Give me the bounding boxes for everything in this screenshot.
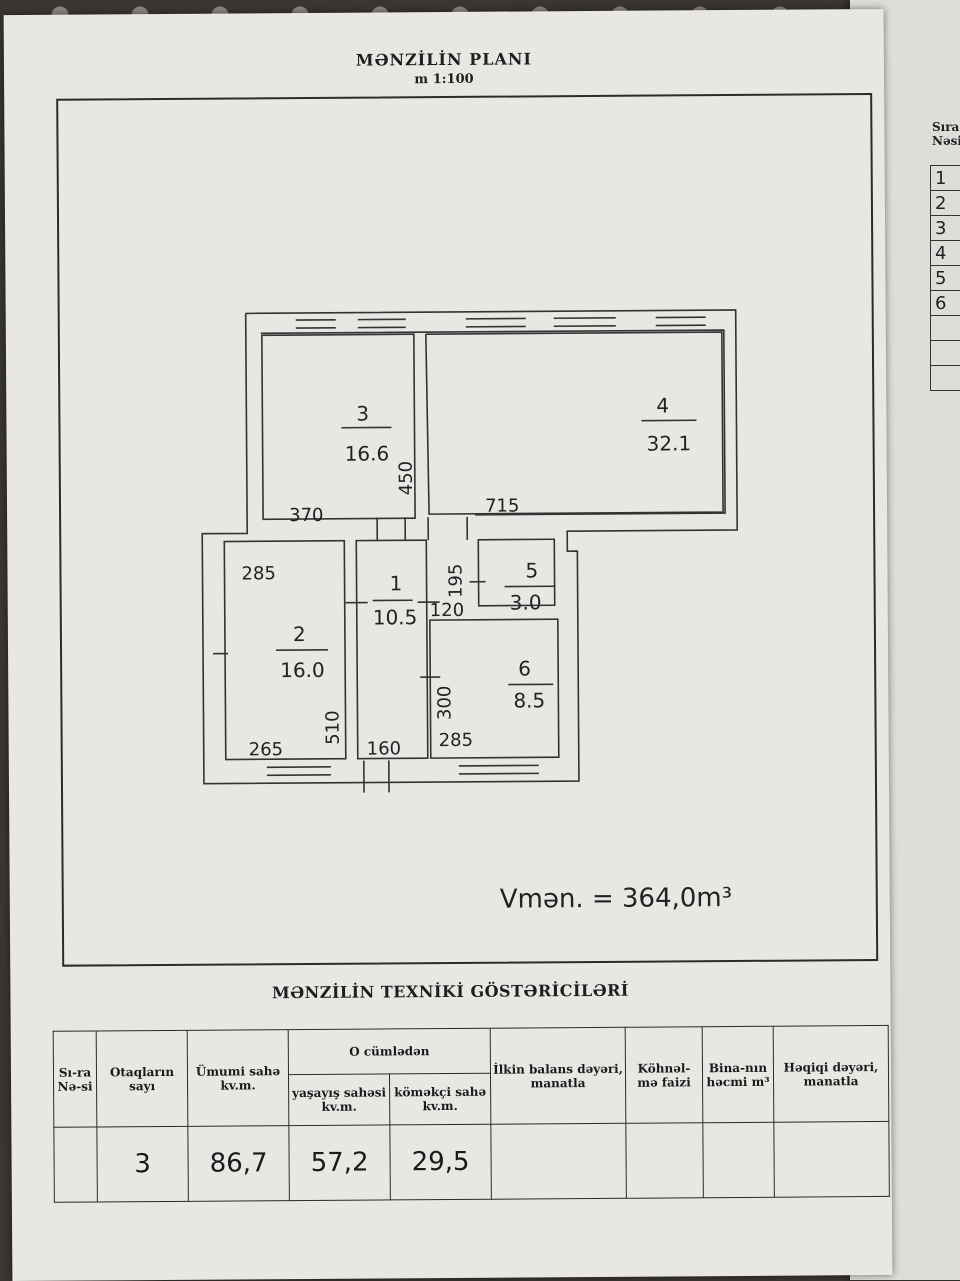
room-3-area: 16.6 bbox=[345, 441, 390, 465]
header-rooms: Otaqların sayı bbox=[96, 1030, 188, 1127]
header-including: O cümlədən bbox=[288, 1028, 490, 1074]
room-5-area: 3.0 bbox=[510, 590, 542, 614]
dimension-label: 120 bbox=[430, 600, 465, 621]
cell-aux: 29,5 bbox=[390, 1124, 492, 1200]
table-header-row: Sı-ra Nə-si Otaqların sayı Ümumi sahə kv… bbox=[53, 1025, 888, 1076]
dimension-label: 265 bbox=[249, 739, 284, 760]
cell-total: 86,7 bbox=[188, 1126, 290, 1202]
cell-wear bbox=[626, 1123, 704, 1199]
table-row: 4 bbox=[931, 241, 960, 266]
dimension-label: 160 bbox=[367, 738, 402, 759]
header-wear: Köhnəl-mə faizi bbox=[625, 1027, 703, 1124]
cell-real bbox=[774, 1121, 890, 1197]
dimension-label: 715 bbox=[485, 495, 520, 516]
cell-balance bbox=[491, 1123, 627, 1199]
room-2-number: 2 bbox=[293, 622, 306, 646]
room-6-area: 8.5 bbox=[513, 688, 545, 712]
header-seq: Sı-ra Nə-si bbox=[53, 1031, 97, 1127]
header-volume: Bina-nın həcmi m³ bbox=[702, 1026, 774, 1122]
header-living: yaşayış sahəsi kv.m. bbox=[288, 1074, 389, 1126]
dimension-label: 285 bbox=[439, 730, 474, 751]
dimension-label: 300 bbox=[434, 686, 455, 721]
volume-note: Vmən. = 364,0m³ bbox=[500, 883, 733, 915]
table-row: 1 bbox=[931, 166, 960, 191]
technical-title: MƏNZİLİN TEXNİKİ GÖSTƏRİCİLƏRİ bbox=[10, 979, 890, 1004]
document-sheet: MƏNZİLİN PLANI m 1:100 bbox=[4, 9, 893, 1281]
table-row: 2 bbox=[931, 191, 960, 216]
table-row: 3 86,7 57,2 29,5 bbox=[54, 1121, 890, 1202]
header-real: Həqiqi dəyəri, manatla bbox=[773, 1025, 889, 1122]
dimension-label: 285 bbox=[241, 563, 276, 584]
cell-seq bbox=[54, 1127, 98, 1202]
header-balance: İlkin balans dəyəri, manatla bbox=[490, 1027, 626, 1124]
dimension-label: 450 bbox=[396, 461, 417, 496]
cell-living: 57,2 bbox=[289, 1125, 391, 1201]
table-row bbox=[931, 316, 960, 341]
side-header-seq: Sıra bbox=[932, 120, 960, 134]
floor-plan: 3 16.6 4 32.1 1 10.5 5 3.0 2 16.0 6 8.5 … bbox=[4, 9, 891, 975]
room-4-number: 4 bbox=[656, 393, 669, 417]
cell-rooms: 3 bbox=[97, 1126, 189, 1202]
table-row: 3 bbox=[931, 216, 960, 241]
room-2-area: 16.0 bbox=[280, 658, 325, 682]
room-4-area: 32.1 bbox=[647, 431, 692, 455]
room-5-number: 5 bbox=[525, 558, 538, 582]
side-header-num: Nəsi bbox=[932, 134, 960, 148]
dimension-label: 195 bbox=[445, 564, 466, 599]
dimension-label: 370 bbox=[289, 505, 324, 526]
table-row bbox=[931, 366, 960, 391]
header-aux: köməkçi sahə kv.m. bbox=[389, 1073, 490, 1125]
header-total: Ümumi sahə kv.m. bbox=[187, 1030, 289, 1127]
cell-volume bbox=[703, 1122, 775, 1197]
room-1-area: 10.5 bbox=[373, 605, 418, 629]
dimension-label: 510 bbox=[322, 710, 343, 745]
technical-table: Sı-ra Nə-si Otaqların sayı Ümumi sahə kv… bbox=[53, 1025, 890, 1203]
room-1-number: 1 bbox=[389, 571, 402, 595]
table-row bbox=[931, 341, 960, 366]
side-table: 1 2 3 4 5 6 bbox=[930, 165, 960, 391]
room-6-number: 6 bbox=[518, 656, 531, 680]
table-row: 6 bbox=[931, 291, 960, 316]
table-row: 5 bbox=[931, 266, 960, 291]
room-3-number: 3 bbox=[356, 402, 369, 426]
